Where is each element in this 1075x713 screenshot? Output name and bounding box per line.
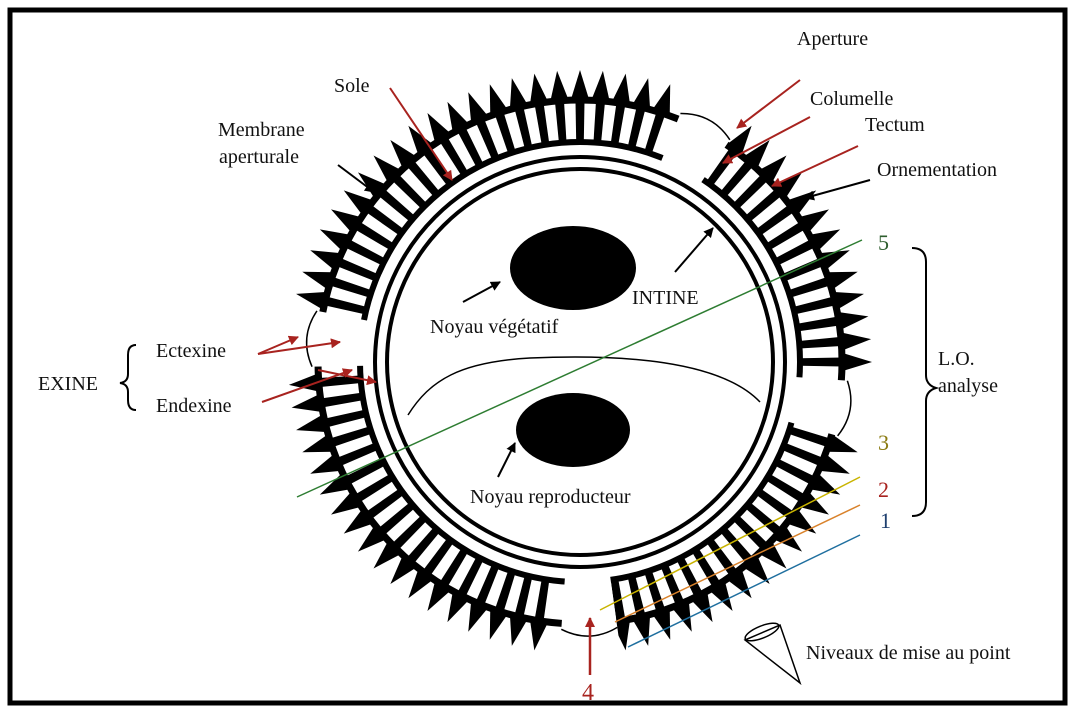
columelle-rod	[535, 579, 550, 622]
label-membrane-2: aperturale	[219, 146, 299, 168]
columelle-rod	[797, 317, 840, 332]
columelle-rod	[514, 106, 532, 149]
label-aperture: Aperture	[797, 28, 868, 50]
columelle-rod	[476, 564, 500, 606]
exine-wall	[318, 100, 842, 624]
label-membrane-1: Membrane	[218, 119, 305, 141]
label-exine: EXINE	[38, 373, 98, 395]
columelle-rod	[575, 100, 584, 142]
label-noyau-reproducteur: Noyau reproducteur	[470, 486, 631, 508]
label-endexine: Endexine	[156, 395, 232, 417]
aperture-gap	[660, 88, 745, 185]
columelle-rod	[593, 100, 605, 143]
arrow-intine	[675, 228, 713, 272]
lo-bracket	[912, 248, 936, 516]
columelle-rod	[788, 277, 831, 298]
label-ectexine: Ectexine	[156, 340, 226, 362]
spike	[842, 353, 872, 372]
tectum-ring	[318, 100, 842, 624]
arrow-tectum	[772, 146, 858, 186]
level-5: 5	[878, 230, 889, 255]
level-2: 2	[878, 477, 889, 502]
columelle-rod	[476, 118, 500, 160]
columelle-rod	[324, 296, 367, 314]
columelle-rod	[782, 443, 824, 467]
vegetative-nucleus	[510, 226, 636, 310]
columelle-rod	[800, 357, 842, 366]
columelle-rod	[535, 103, 550, 146]
arrow-aperture	[737, 80, 800, 128]
label-lo-2: analyse	[938, 375, 998, 397]
label-sole: Sole	[334, 75, 370, 97]
columelle-rod	[644, 111, 665, 154]
columelle-rod	[793, 296, 836, 314]
columelle-rod	[336, 258, 378, 282]
columelle-rod	[661, 564, 685, 606]
columelle-rod	[329, 426, 372, 447]
label-ornementation: Ornementation	[877, 159, 997, 181]
sole-ring	[360, 142, 800, 582]
exine-bracket	[120, 345, 136, 410]
label-noyau-vegetatif: Noyau végétatif	[430, 316, 559, 338]
columelle-rod	[628, 106, 646, 149]
level-3: 3	[878, 430, 889, 455]
columelle-rod	[495, 111, 516, 154]
level-4: 4	[582, 680, 594, 706]
generative-nucleus	[516, 393, 630, 467]
aperture-gap	[284, 306, 370, 368]
label-niveaux: Niveaux de mise au point	[806, 642, 1011, 664]
columelle-rod	[555, 100, 567, 143]
label-lo-1: L.O.	[938, 348, 975, 370]
label-columelle: Columelle	[810, 88, 893, 110]
columelle-rod	[321, 393, 364, 408]
columelle-rod	[514, 575, 532, 618]
columelle-rod	[495, 570, 516, 613]
spike	[571, 70, 590, 100]
focus-line-3	[600, 477, 860, 610]
columelle-rod	[611, 103, 626, 146]
level-1: 1	[880, 508, 891, 533]
arrow-ornementation	[805, 180, 870, 198]
label-intine: INTINE	[632, 287, 699, 309]
arrow-noyau-vegetatif	[463, 282, 500, 302]
columelle-rod	[329, 277, 372, 298]
columelle-rod	[782, 258, 824, 282]
label-tectum: Tectum	[865, 114, 925, 136]
arrow-noyau-reproducteur	[498, 443, 515, 477]
columelle-rod	[324, 410, 367, 428]
columelle-rod	[799, 337, 842, 349]
